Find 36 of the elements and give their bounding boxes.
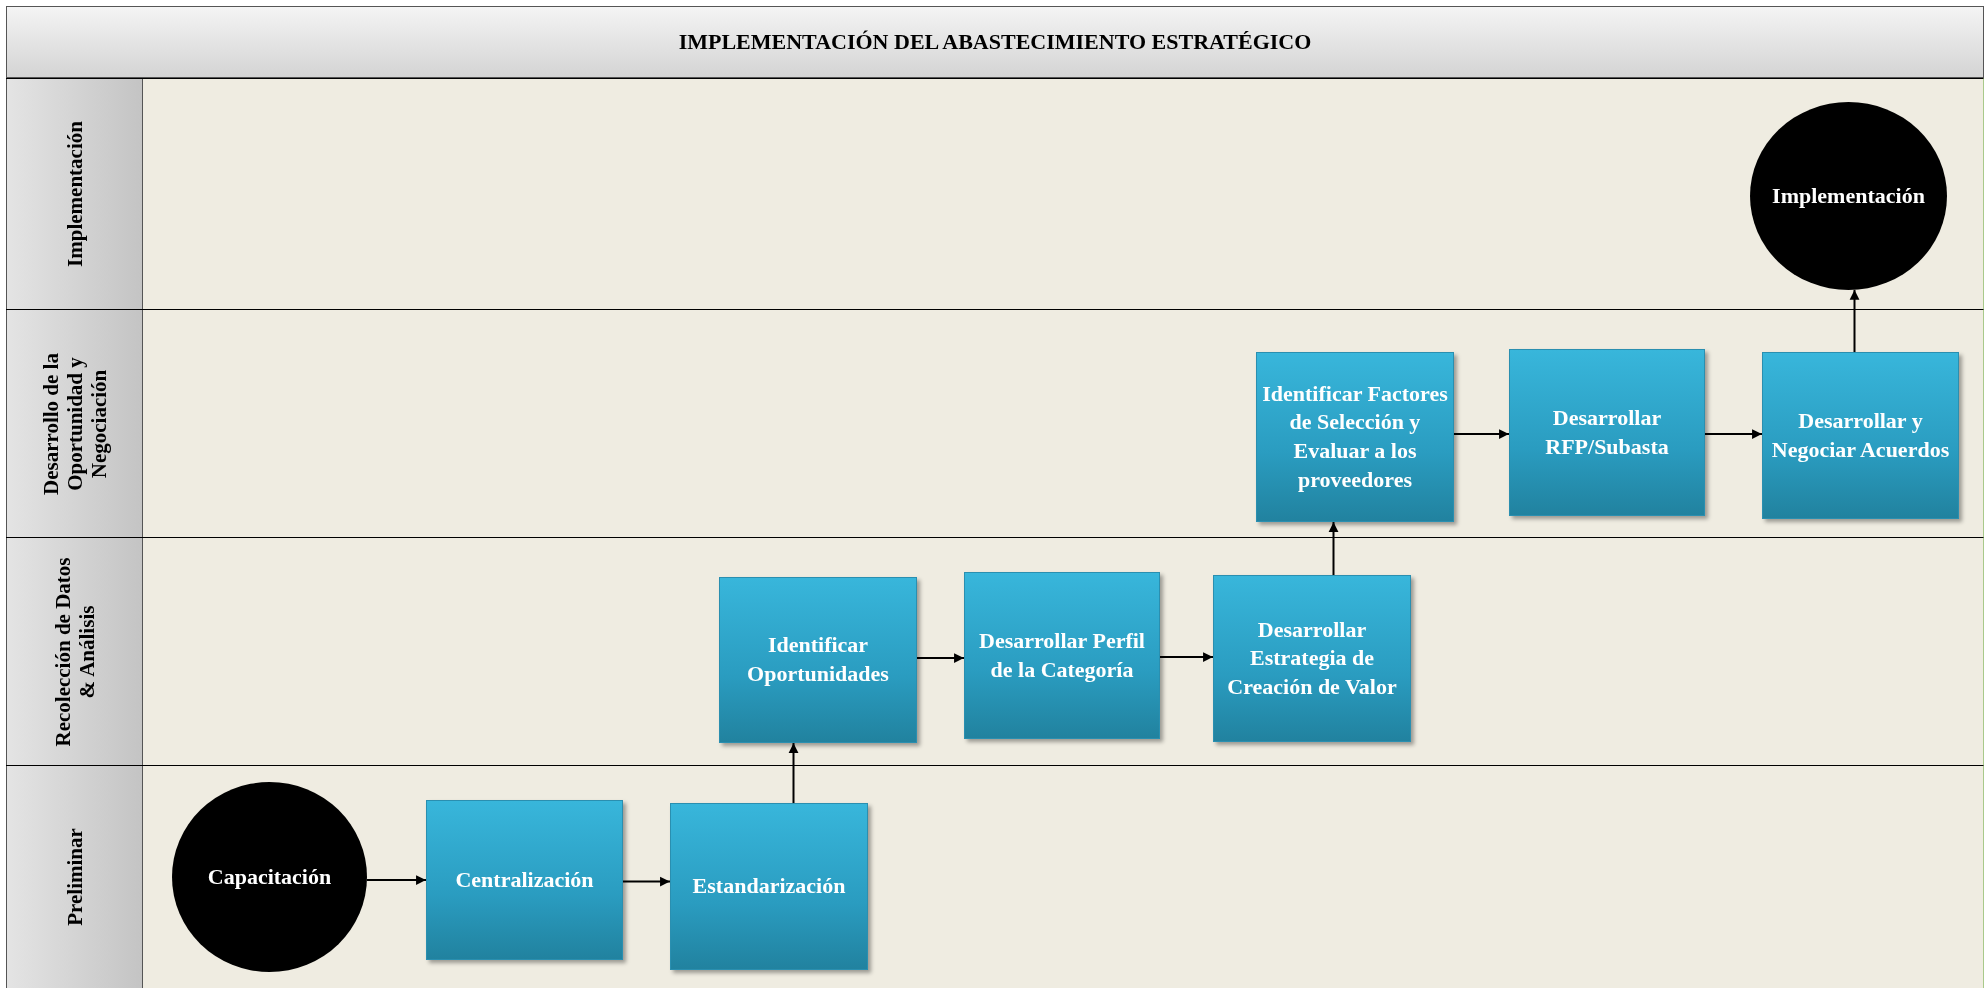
node-label: Desarrollar RFP/Subasta	[1544, 403, 1670, 461]
arrow	[1849, 288, 1860, 353]
process-box	[670, 803, 868, 970]
process-box	[719, 577, 917, 743]
lane-title: Preliminar	[62, 827, 87, 928]
arrow	[365, 875, 427, 885]
process-box	[1509, 349, 1705, 516]
process-box	[1762, 352, 1959, 519]
lane-title: Desarrollo de la Oportunidad y Negociación	[38, 351, 111, 497]
arrow	[788, 742, 799, 804]
arrow	[1453, 429, 1510, 439]
arrow	[1159, 652, 1214, 662]
node-label: Identificar Factores de Selección y Evaluar a los proveedores	[1261, 379, 1449, 494]
lane-title: Implementación	[62, 120, 87, 269]
node-label: Implementación	[1772, 181, 1925, 210]
swimlane	[6, 309, 1984, 537]
process-box	[964, 572, 1160, 739]
swimlane	[6, 78, 1984, 309]
lane-title: Recolección de Datos & Análisis	[50, 556, 99, 749]
process-box	[1213, 575, 1411, 742]
node-label: Capacitación	[207, 862, 332, 891]
arrow	[1328, 521, 1339, 576]
node-label: Estandarización	[692, 872, 846, 901]
swimlane	[6, 765, 1984, 988]
node-label: Desarrollar Estrategia de Creación de Valor	[1226, 615, 1398, 701]
arrow	[622, 876, 671, 887]
arrow	[1704, 429, 1763, 439]
node-label: Desarrollar y Negociar Acuerdos	[1770, 406, 1951, 464]
process-box	[426, 800, 623, 960]
process-box	[1256, 352, 1454, 522]
swimlane	[6, 537, 1984, 765]
node-label: Desarrollar Perfil de la Categoría	[978, 626, 1146, 684]
arrow	[916, 653, 965, 663]
node-label: Centralización	[455, 865, 594, 894]
node-label: Identificar Oportunidades	[746, 631, 890, 688]
diagram-title: IMPLEMENTACIÓN DEL ABASTECIMIENTO ESTRATÉGICO	[678, 29, 1312, 55]
